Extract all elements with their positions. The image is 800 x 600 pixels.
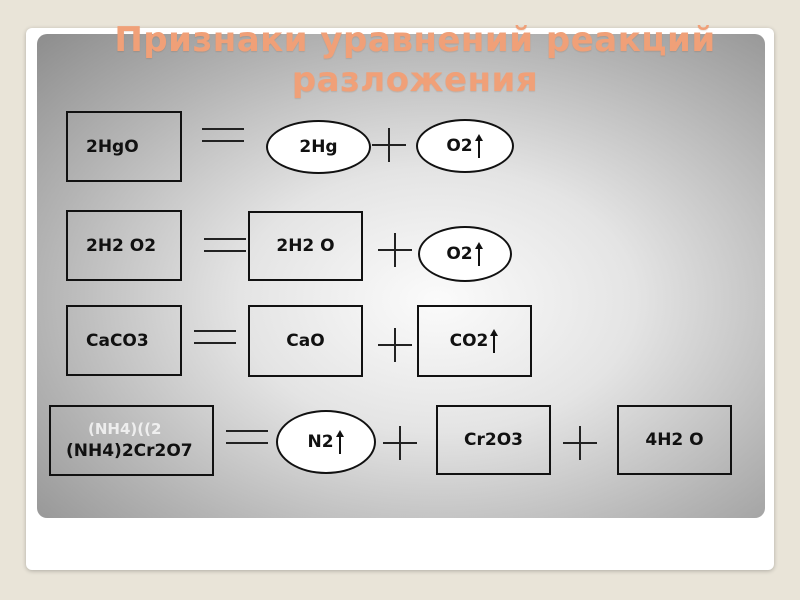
reaction3-reactant-box: CaCO3 [66,305,182,376]
reaction4-product2-box: Cr2O3 [436,405,551,475]
equals-sign-icon [202,128,244,142]
reaction4-product2: Cr2O3 [464,430,523,450]
equals-sign-icon [204,238,246,252]
reaction1-product2-oval: O2 [416,119,514,173]
plus-sign-icon [378,328,412,362]
reaction1-reactant-box: 2HgO [66,111,182,182]
up-arrow-icon [474,134,484,158]
reaction2-reactant-box: 2H2 O2 [66,210,182,281]
slide-title-line2: разложения [291,60,539,100]
reaction2-product2-oval: O2 [418,226,512,282]
slide-title-line1: Признаки уравнений реакций [114,20,716,60]
reaction3-reactant: CaCO3 [86,330,149,351]
reaction4-reactant-ghost-text: (NH4)((2 [88,420,162,438]
reaction4-product1-oval: N2 [276,410,376,474]
reaction3-product2: CO2 [449,331,489,351]
up-arrow-icon [474,242,484,266]
reaction4-reactant-stack: (NH4)2Cr2O7 [52,408,212,474]
slide-stage [37,34,765,518]
reaction3-product2-box: CO2 [417,305,532,377]
equals-sign-icon [226,430,268,444]
reaction1-product1-oval: 2Hg [266,120,371,174]
reaction4-product3: 4H2 O [645,430,704,450]
plus-sign-icon [378,233,412,267]
reaction2-product1: 2H2 O [276,236,335,256]
reaction1-product2: O2 [446,136,473,156]
reaction3-product1: CaO [286,331,325,351]
reaction2-product1-box: 2H2 O [248,211,363,281]
up-arrow-icon [335,430,345,454]
reaction1-product1: 2Hg [299,137,338,157]
reaction4-reactant: (NH4)2Cr2O7 [66,441,193,461]
plus-sign-icon [372,128,406,162]
plus-sign-icon [383,426,417,460]
reaction2-reactant: 2H2 O2 [86,235,157,256]
up-arrow-icon [489,329,499,353]
reaction4-reactant-box [49,405,214,476]
reaction4-product1: N2 [307,432,334,452]
plus-sign-icon [563,426,597,460]
reaction1-reactant: 2HgO [86,136,139,157]
equals-sign-icon [194,330,236,344]
reaction2-product2: O2 [446,244,473,264]
reaction4-product3-box: 4H2 O [617,405,732,475]
reaction3-product1-box: CaO [248,305,363,377]
